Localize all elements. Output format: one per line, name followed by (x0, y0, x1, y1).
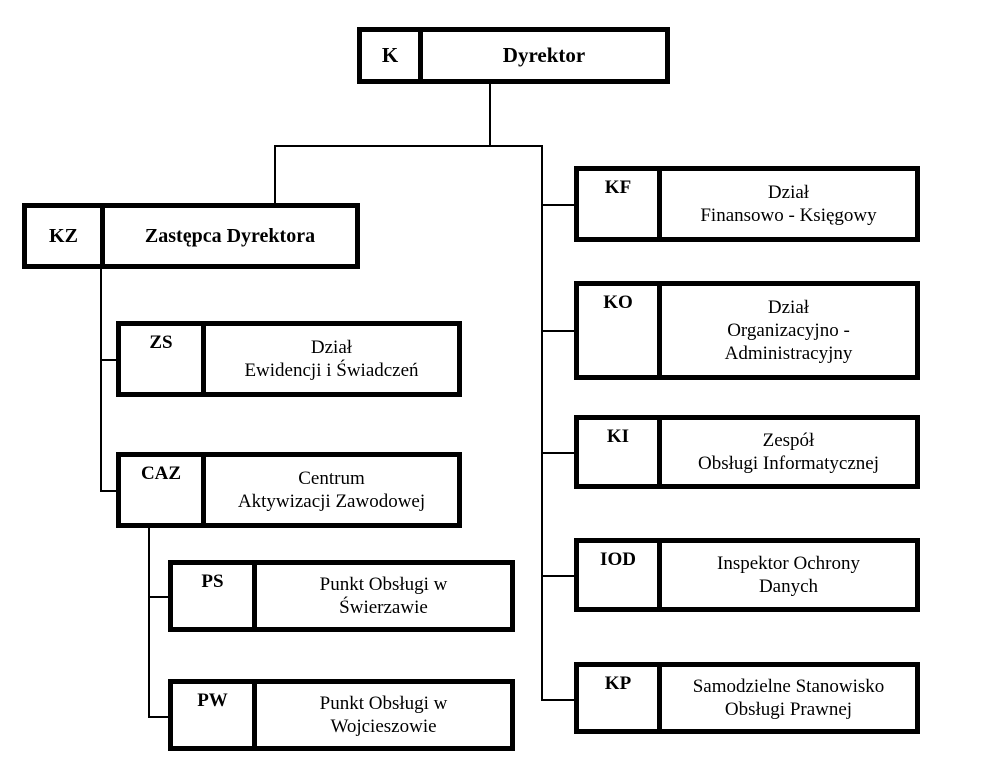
node-iod-code: IOD (579, 543, 662, 607)
connector-caz-to-ps (148, 596, 170, 598)
connector-dyrektor-trunk (489, 84, 491, 147)
node-pw-code: PW (173, 684, 257, 746)
node-ki-code: KI (579, 420, 662, 484)
node-kp-code: KP (579, 667, 662, 729)
node-zastepca-code: KZ (27, 208, 105, 264)
connector-spine-to-kp (541, 699, 576, 701)
connector-kz-spine (100, 269, 102, 491)
node-inspektor-ochrony-danych[interactable]: IOD Inspektor Ochrony Danych (574, 538, 920, 612)
connector-spine-to-ki (541, 452, 576, 454)
node-samodzielne-stanowisko-obslugi-prawnej[interactable]: KP Samodzielne Stanowisko Obsługi Prawne… (574, 662, 920, 734)
node-kp-title: Samodzielne Stanowisko Obsługi Prawnej (692, 675, 885, 720)
node-ps-code: PS (173, 565, 257, 627)
node-punkt-obslugi-swierzawa[interactable]: PS Punkt Obsługi w Świerzawie (168, 560, 515, 632)
node-zs-title: Dział Ewidencji i Świadczeń (244, 336, 419, 381)
connector-kz-to-caz (100, 490, 118, 492)
node-caz-code: CAZ (121, 457, 206, 523)
node-ko-title: Dział Organizacyjno - Administracyjny (724, 296, 853, 365)
node-zastepca-title: Zastępca Dyrektora (144, 224, 316, 247)
node-kf-title: Dział Finansowo - Księgowy (700, 181, 877, 226)
node-punkt-obslugi-wojcieszow[interactable]: PW Punkt Obsługi w Wojcieszowie (168, 679, 515, 751)
node-dzial-organizacyjno-administracyjny[interactable]: KO Dział Organizacyjno - Administracyjny (574, 281, 920, 380)
node-ko-code: KO (579, 286, 662, 375)
connector-kz-to-zs (100, 359, 118, 361)
node-dyrektor-title: Dyrektor (502, 42, 586, 67)
connector-right-spine (541, 145, 543, 701)
node-pw-title: Punkt Obsługi w Wojcieszowie (319, 692, 448, 737)
node-zespol-obslugi-informatycznej[interactable]: KI Zespół Obsługi Informatycznej (574, 415, 920, 489)
node-ps-title: Punkt Obsługi w Świerzawie (319, 573, 448, 618)
node-iod-title: Inspektor Ochrony Danych (717, 552, 860, 597)
connector-spine-to-ko (541, 330, 576, 332)
node-ki-title: Zespół Obsługi Informatycznej (698, 429, 879, 474)
node-zs-code: ZS (121, 326, 206, 392)
node-kf-code: KF (579, 171, 662, 237)
connector-main-bus (274, 145, 543, 147)
node-zastepca-dyrektora[interactable]: KZ Zastępca Dyrektora (22, 203, 360, 269)
connector-spine-to-iod (541, 575, 576, 577)
connector-zastepca-drop (274, 145, 276, 203)
node-dyrektor[interactable]: K Dyrektor (357, 27, 670, 84)
node-dzial-finansowo-ksiegowy[interactable]: KF Dział Finansowo - Księgowy (574, 166, 920, 242)
node-dyrektor-code: K (362, 32, 423, 79)
connector-caz-spine (148, 528, 150, 718)
node-centrum-aktywizacji-zawodowej[interactable]: CAZ Centrum Aktywizacji Zawodowej (116, 452, 462, 528)
connector-caz-to-pw (148, 716, 170, 718)
connector-spine-to-kf (541, 204, 576, 206)
node-caz-title: Centrum Aktywizacji Zawodowej (237, 467, 426, 512)
node-dzial-ewidencji-i-swiadczen[interactable]: ZS Dział Ewidencji i Świadczeń (116, 321, 462, 397)
